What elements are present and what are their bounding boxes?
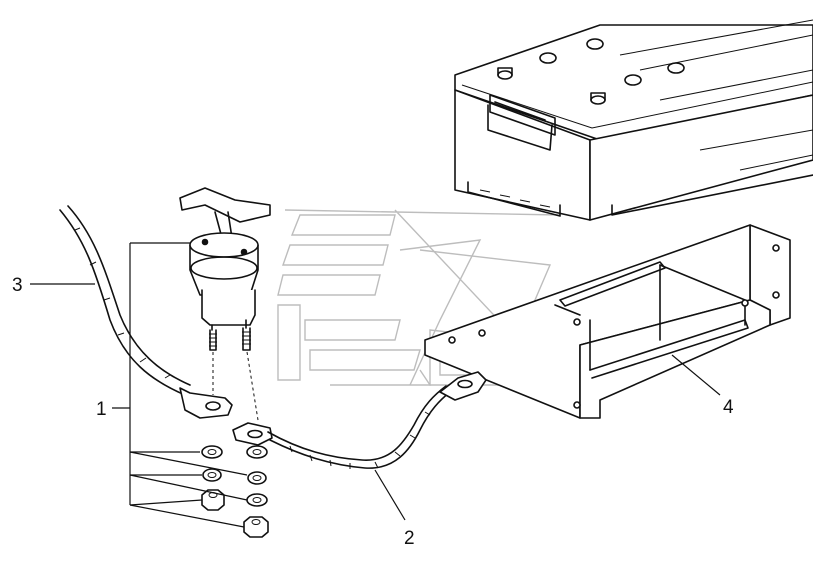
callout-4: 4: [723, 397, 734, 418]
battery-isolator-switch: [179, 187, 271, 351]
callout-labels: 1 2 3 4: [12, 275, 734, 549]
washer-1: [201, 445, 223, 459]
battery-terminal-1: [497, 70, 513, 80]
tray-hole-4: [573, 401, 581, 409]
lock-washer-2: [247, 471, 267, 485]
callout-2: 2: [404, 528, 415, 549]
leader-lines: [30, 242, 721, 528]
battery-cap-3: [624, 74, 642, 86]
battery-terminal-2: [590, 95, 606, 105]
tray-hole-5: [741, 299, 749, 307]
battery-cap-1: [539, 52, 557, 64]
washer-3: [246, 493, 268, 507]
tray-hole-3: [573, 318, 581, 326]
battery-cap-4: [667, 62, 685, 74]
cable-3: [59, 205, 233, 419]
assembly-guide-lines: [212, 351, 259, 421]
tray-hole-1: [448, 336, 456, 344]
cable-2: [232, 371, 487, 469]
washer-2: [246, 445, 268, 459]
battery-tray: [424, 224, 791, 419]
hardware-stack: [201, 445, 269, 538]
tray-hole-2: [478, 329, 486, 337]
callout-3: 3: [12, 275, 23, 296]
battery-cap-2: [586, 38, 604, 50]
nut-2: [243, 516, 269, 538]
tray-hole-7: [772, 291, 780, 299]
nut-1: [201, 489, 225, 511]
callout-1: 1: [96, 399, 107, 420]
battery: [454, 19, 813, 221]
tray-hole-6: [772, 244, 780, 252]
lock-washer-1: [202, 468, 222, 482]
